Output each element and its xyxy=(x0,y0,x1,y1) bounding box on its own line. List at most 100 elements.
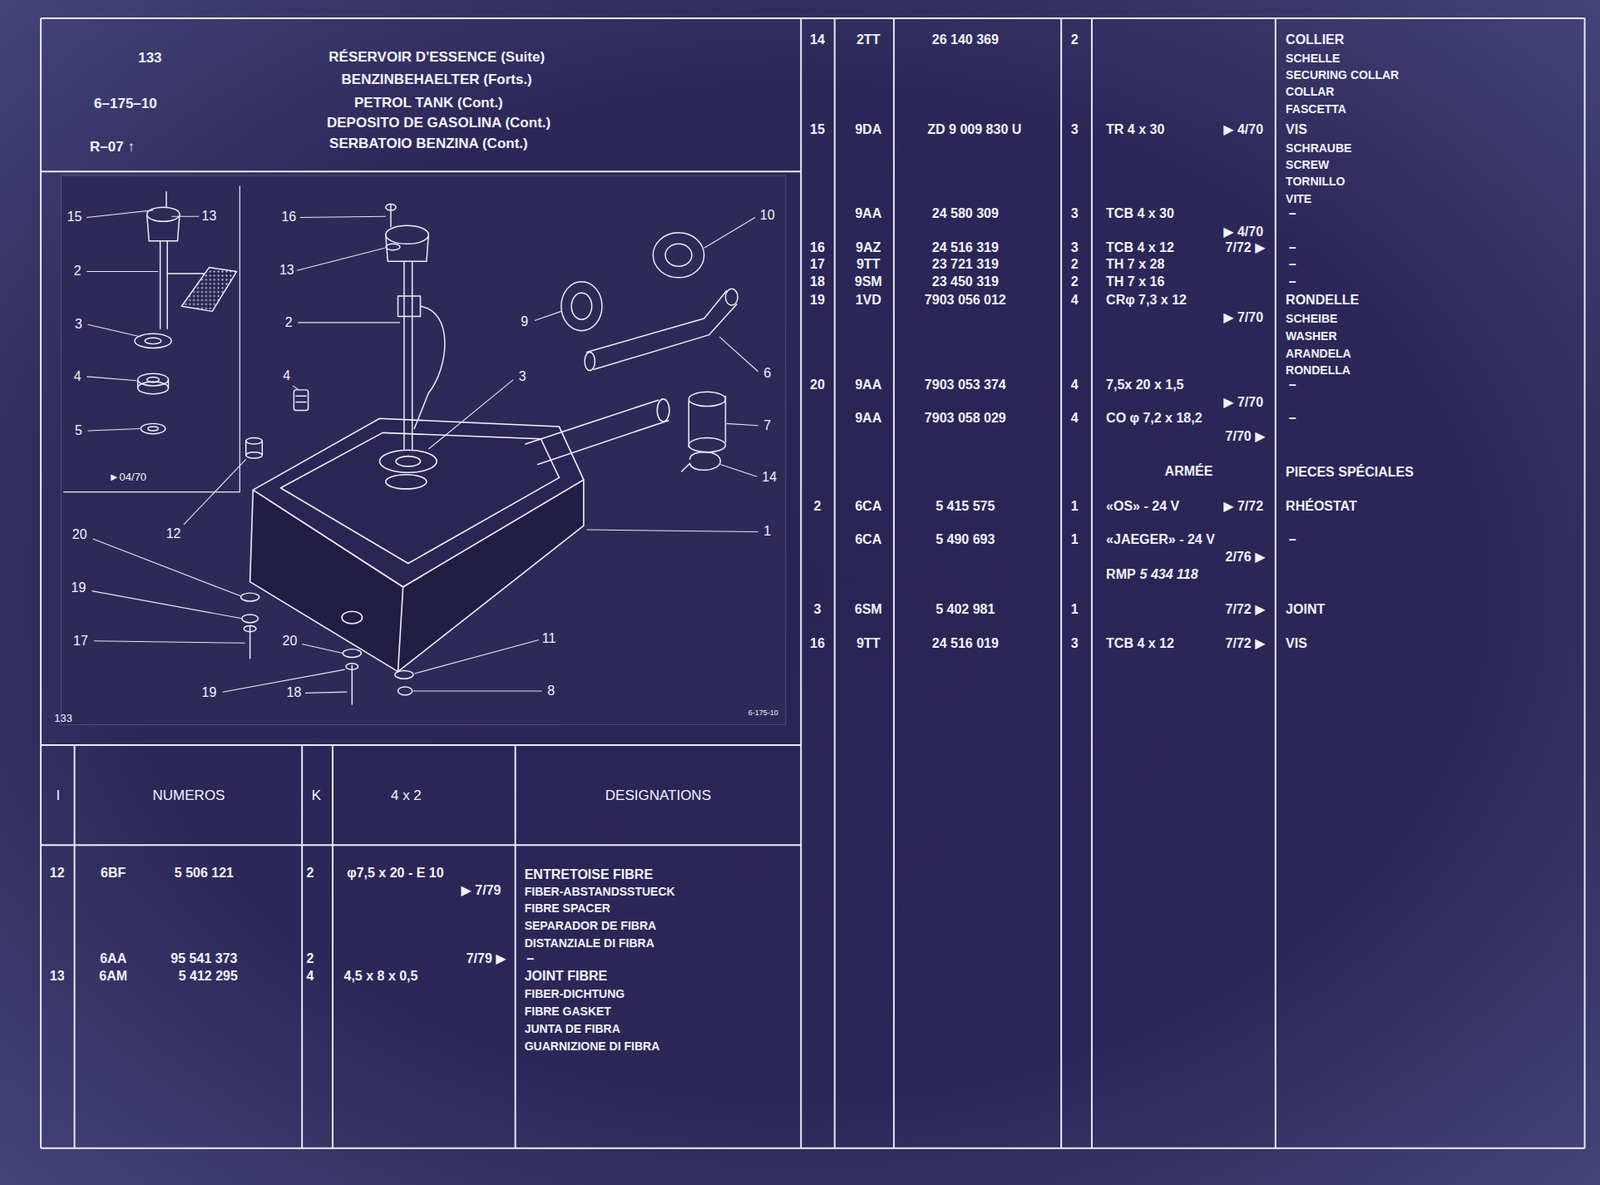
leader-line xyxy=(300,216,386,218)
table-cell: 9SM xyxy=(854,275,883,289)
table-cell: 17 xyxy=(809,257,825,272)
inset-sender xyxy=(144,337,162,344)
table-cell: TCB 4 x 12 xyxy=(1106,637,1175,651)
loose-parts xyxy=(395,670,414,679)
table-cell: 5 415 575 xyxy=(935,499,995,514)
inset-frame xyxy=(63,185,240,492)
table-cell: 2TT xyxy=(856,33,880,47)
callout-number: 13 xyxy=(279,263,295,277)
loose-parts xyxy=(241,614,259,623)
table-cell: SCHRAUBE xyxy=(1285,142,1352,154)
sender-unit xyxy=(385,243,400,250)
leader-line xyxy=(93,538,242,597)
leader-line xyxy=(88,429,141,431)
table-cell: 9AA xyxy=(854,411,882,425)
callout-number: 7 xyxy=(763,419,771,433)
table-cell: SECURING COLLAR xyxy=(1285,69,1399,81)
table-cell: 16 xyxy=(809,241,825,255)
table-cell: VIS xyxy=(1285,637,1308,651)
loose-parts xyxy=(688,438,726,453)
table-cell: «JAEGER» - 24 V xyxy=(1106,533,1215,547)
table-cell: RHÉOSTAT xyxy=(1285,499,1358,514)
table-cell: CRφ 7,3 x 12 xyxy=(1106,293,1187,307)
table-cell: 2 xyxy=(1071,275,1079,289)
inset-sender xyxy=(138,381,169,395)
sender-unit xyxy=(385,225,430,244)
table-cell: 18 xyxy=(809,275,825,289)
table-rule xyxy=(800,18,1276,1149)
table-cell: VITE xyxy=(1285,192,1312,205)
callout-number: 9 xyxy=(520,315,529,329)
sender-unit xyxy=(246,452,263,459)
sender-unit xyxy=(246,203,445,459)
inset-sender xyxy=(147,207,180,222)
table-cell: JOINT xyxy=(1285,602,1325,617)
table-cell: DISTANZIALE DI FIBRA xyxy=(524,937,655,949)
figure-label: 133 xyxy=(54,711,73,723)
table-cell: ZD 9 009 830 U xyxy=(927,123,1022,137)
callout-number: 20 xyxy=(282,634,298,648)
table-cell: 2 xyxy=(306,866,315,880)
table-cell: 2 xyxy=(1071,257,1079,272)
sender-unit xyxy=(398,296,421,317)
loose-parts xyxy=(351,665,353,705)
table-cell: 7/79 ▶ xyxy=(466,952,507,966)
loose-parts xyxy=(688,391,726,406)
loose-parts xyxy=(398,686,413,696)
figure-panel xyxy=(61,175,786,725)
leader-line xyxy=(86,376,137,381)
table-cell: FIBER-DICHTUNG xyxy=(524,987,626,1000)
table-cell: – xyxy=(1288,275,1297,289)
callout-number: 19 xyxy=(202,686,218,700)
table-cell: 2 xyxy=(1071,33,1079,47)
petrol-tank xyxy=(379,449,437,473)
title-text: R–07 ↑ xyxy=(89,138,135,154)
table-cell: JUNTA DE FIBRA xyxy=(524,1022,621,1035)
sender-unit xyxy=(390,203,391,227)
inset-sender xyxy=(140,423,165,434)
table-cell: 7,5x 20 x 1,5 xyxy=(1106,378,1184,392)
title-text: DEPOSITO DE GASOLINA (Cont.) xyxy=(326,115,551,130)
table-cell: 6CA xyxy=(854,499,882,514)
table-cell: 7903 058 029 xyxy=(924,411,1007,425)
callout-number: 20 xyxy=(72,528,88,542)
loose-parts xyxy=(241,592,260,602)
callout-number: 8 xyxy=(547,684,555,698)
table-cell: 3 xyxy=(813,602,821,617)
leader-line xyxy=(726,423,759,425)
table-cell: 5 490 693 xyxy=(935,533,995,547)
callout-number: 3 xyxy=(518,370,527,384)
leader-line xyxy=(292,385,299,391)
table-cell: ARANDELA xyxy=(1285,347,1352,360)
table-cell: ▶ 4/70 xyxy=(1223,225,1264,239)
table-cell: – xyxy=(526,952,534,966)
inset-sender xyxy=(134,333,172,348)
petrol-tank xyxy=(250,399,670,672)
table-cell: 4 xyxy=(1071,411,1079,425)
table-cell: – xyxy=(1288,241,1297,255)
leader-line xyxy=(704,217,756,248)
table-cell: ▶ 7/79 xyxy=(461,883,502,898)
callout-number: 4 xyxy=(282,369,291,383)
table-cell: 9AA xyxy=(854,378,882,392)
table-cell: 24 580 309 xyxy=(932,207,999,221)
leader-line xyxy=(587,529,759,532)
column-header: NUMEROS xyxy=(153,787,226,802)
table-cell: SCREW xyxy=(1285,158,1329,171)
table-cell: 1 xyxy=(1071,602,1079,617)
table-cell: 15 xyxy=(809,123,825,137)
callout-number: 4 xyxy=(74,370,82,384)
loose-parts xyxy=(342,649,361,658)
table-cell: ENTRETOISE FIBRE xyxy=(524,868,653,882)
table-cell: VIS xyxy=(1285,123,1308,137)
callout-number: 14 xyxy=(761,470,777,484)
table-cell: TH 7 x 28 xyxy=(1106,257,1165,272)
table-cell: ▶ 7/70 xyxy=(1223,311,1264,325)
title-text: 6–175–10 xyxy=(93,95,158,110)
loose-parts xyxy=(665,243,692,267)
table-cell: 9DA xyxy=(854,123,882,137)
table-cell: RONDELLA xyxy=(1285,364,1351,376)
leader-line xyxy=(86,210,154,218)
loose-parts xyxy=(681,451,721,472)
table-cell: 19 xyxy=(809,293,825,307)
